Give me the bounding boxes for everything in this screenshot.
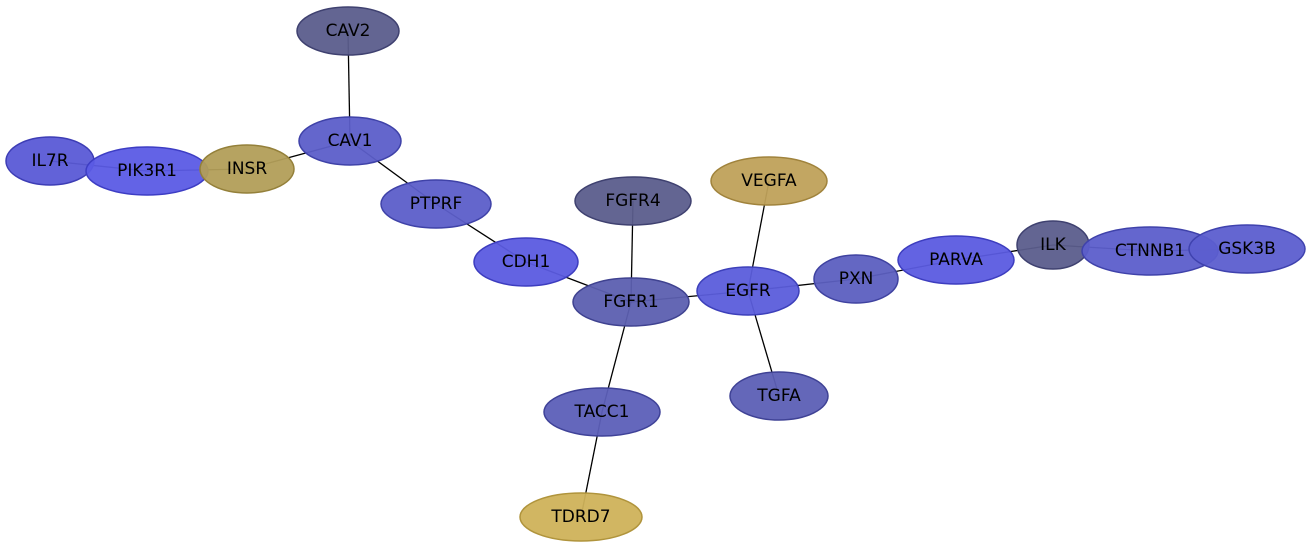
node-egfr[interactable]: EGFR	[696, 266, 800, 316]
node-insr[interactable]: INSR	[199, 144, 295, 194]
node-label: PXN	[839, 269, 874, 289]
node-fgfr4[interactable]: FGFR4	[574, 176, 692, 226]
node-ellipse	[729, 371, 829, 421]
node-label: IL7R	[31, 151, 68, 171]
node-tacc1[interactable]: TACC1	[543, 387, 661, 437]
node-label: FGFR1	[603, 292, 658, 312]
node-il7r[interactable]: IL7R	[5, 136, 95, 186]
node-label: PTPRF	[410, 194, 462, 214]
node-ellipse	[519, 492, 643, 542]
node-ilk[interactable]: ILK	[1016, 220, 1090, 270]
node-label: VEGFA	[741, 171, 797, 191]
node-ellipse	[473, 237, 579, 287]
node-ellipse	[199, 144, 295, 194]
node-label: PIK3R1	[117, 161, 177, 181]
node-pxn[interactable]: PXN	[813, 254, 899, 304]
node-pik3r1[interactable]: PIK3R1	[85, 146, 209, 196]
node-ellipse	[296, 6, 400, 56]
node-label: FGFR4	[605, 191, 660, 211]
node-cav1[interactable]: CAV1	[298, 116, 402, 166]
node-label: TDRD7	[550, 507, 610, 527]
node-tdrd7[interactable]: TDRD7	[519, 492, 643, 542]
node-label: ILK	[1040, 235, 1066, 255]
node-cav2[interactable]: CAV2	[296, 6, 400, 56]
node-label: EGFR	[725, 281, 771, 301]
node-label: TGFA	[756, 386, 801, 406]
node-ellipse	[813, 254, 899, 304]
node-fgfr1[interactable]: FGFR1	[572, 277, 690, 327]
node-ellipse	[572, 277, 690, 327]
node-ctnnb1[interactable]: CTNNB1	[1081, 226, 1219, 276]
node-ellipse	[298, 116, 402, 166]
node-ellipse	[574, 176, 692, 226]
node-ellipse	[696, 266, 800, 316]
node-tgfa[interactable]: TGFA	[729, 371, 829, 421]
node-ellipse	[710, 156, 828, 206]
node-ellipse	[1188, 224, 1306, 274]
node-ellipse	[380, 179, 492, 229]
node-label: CTNNB1	[1115, 241, 1185, 261]
node-cdh1[interactable]: CDH1	[473, 237, 579, 287]
node-ellipse	[543, 387, 661, 437]
node-label: GSK3B	[1218, 239, 1276, 259]
edges-layer	[49, 30, 1248, 518]
node-gsk3b[interactable]: GSK3B	[1188, 224, 1306, 274]
node-ellipse	[897, 235, 1015, 285]
node-label: PARVA	[929, 250, 983, 270]
node-ptprf[interactable]: PTPRF	[380, 179, 492, 229]
node-label: CDH1	[502, 252, 551, 272]
node-label: CAV1	[328, 131, 373, 151]
node-label: CAV2	[326, 21, 371, 41]
node-label: TACC1	[574, 402, 630, 422]
node-parva[interactable]: PARVA	[897, 235, 1015, 285]
node-vegfa[interactable]: VEGFA	[710, 156, 828, 206]
node-label: INSR	[227, 159, 268, 179]
